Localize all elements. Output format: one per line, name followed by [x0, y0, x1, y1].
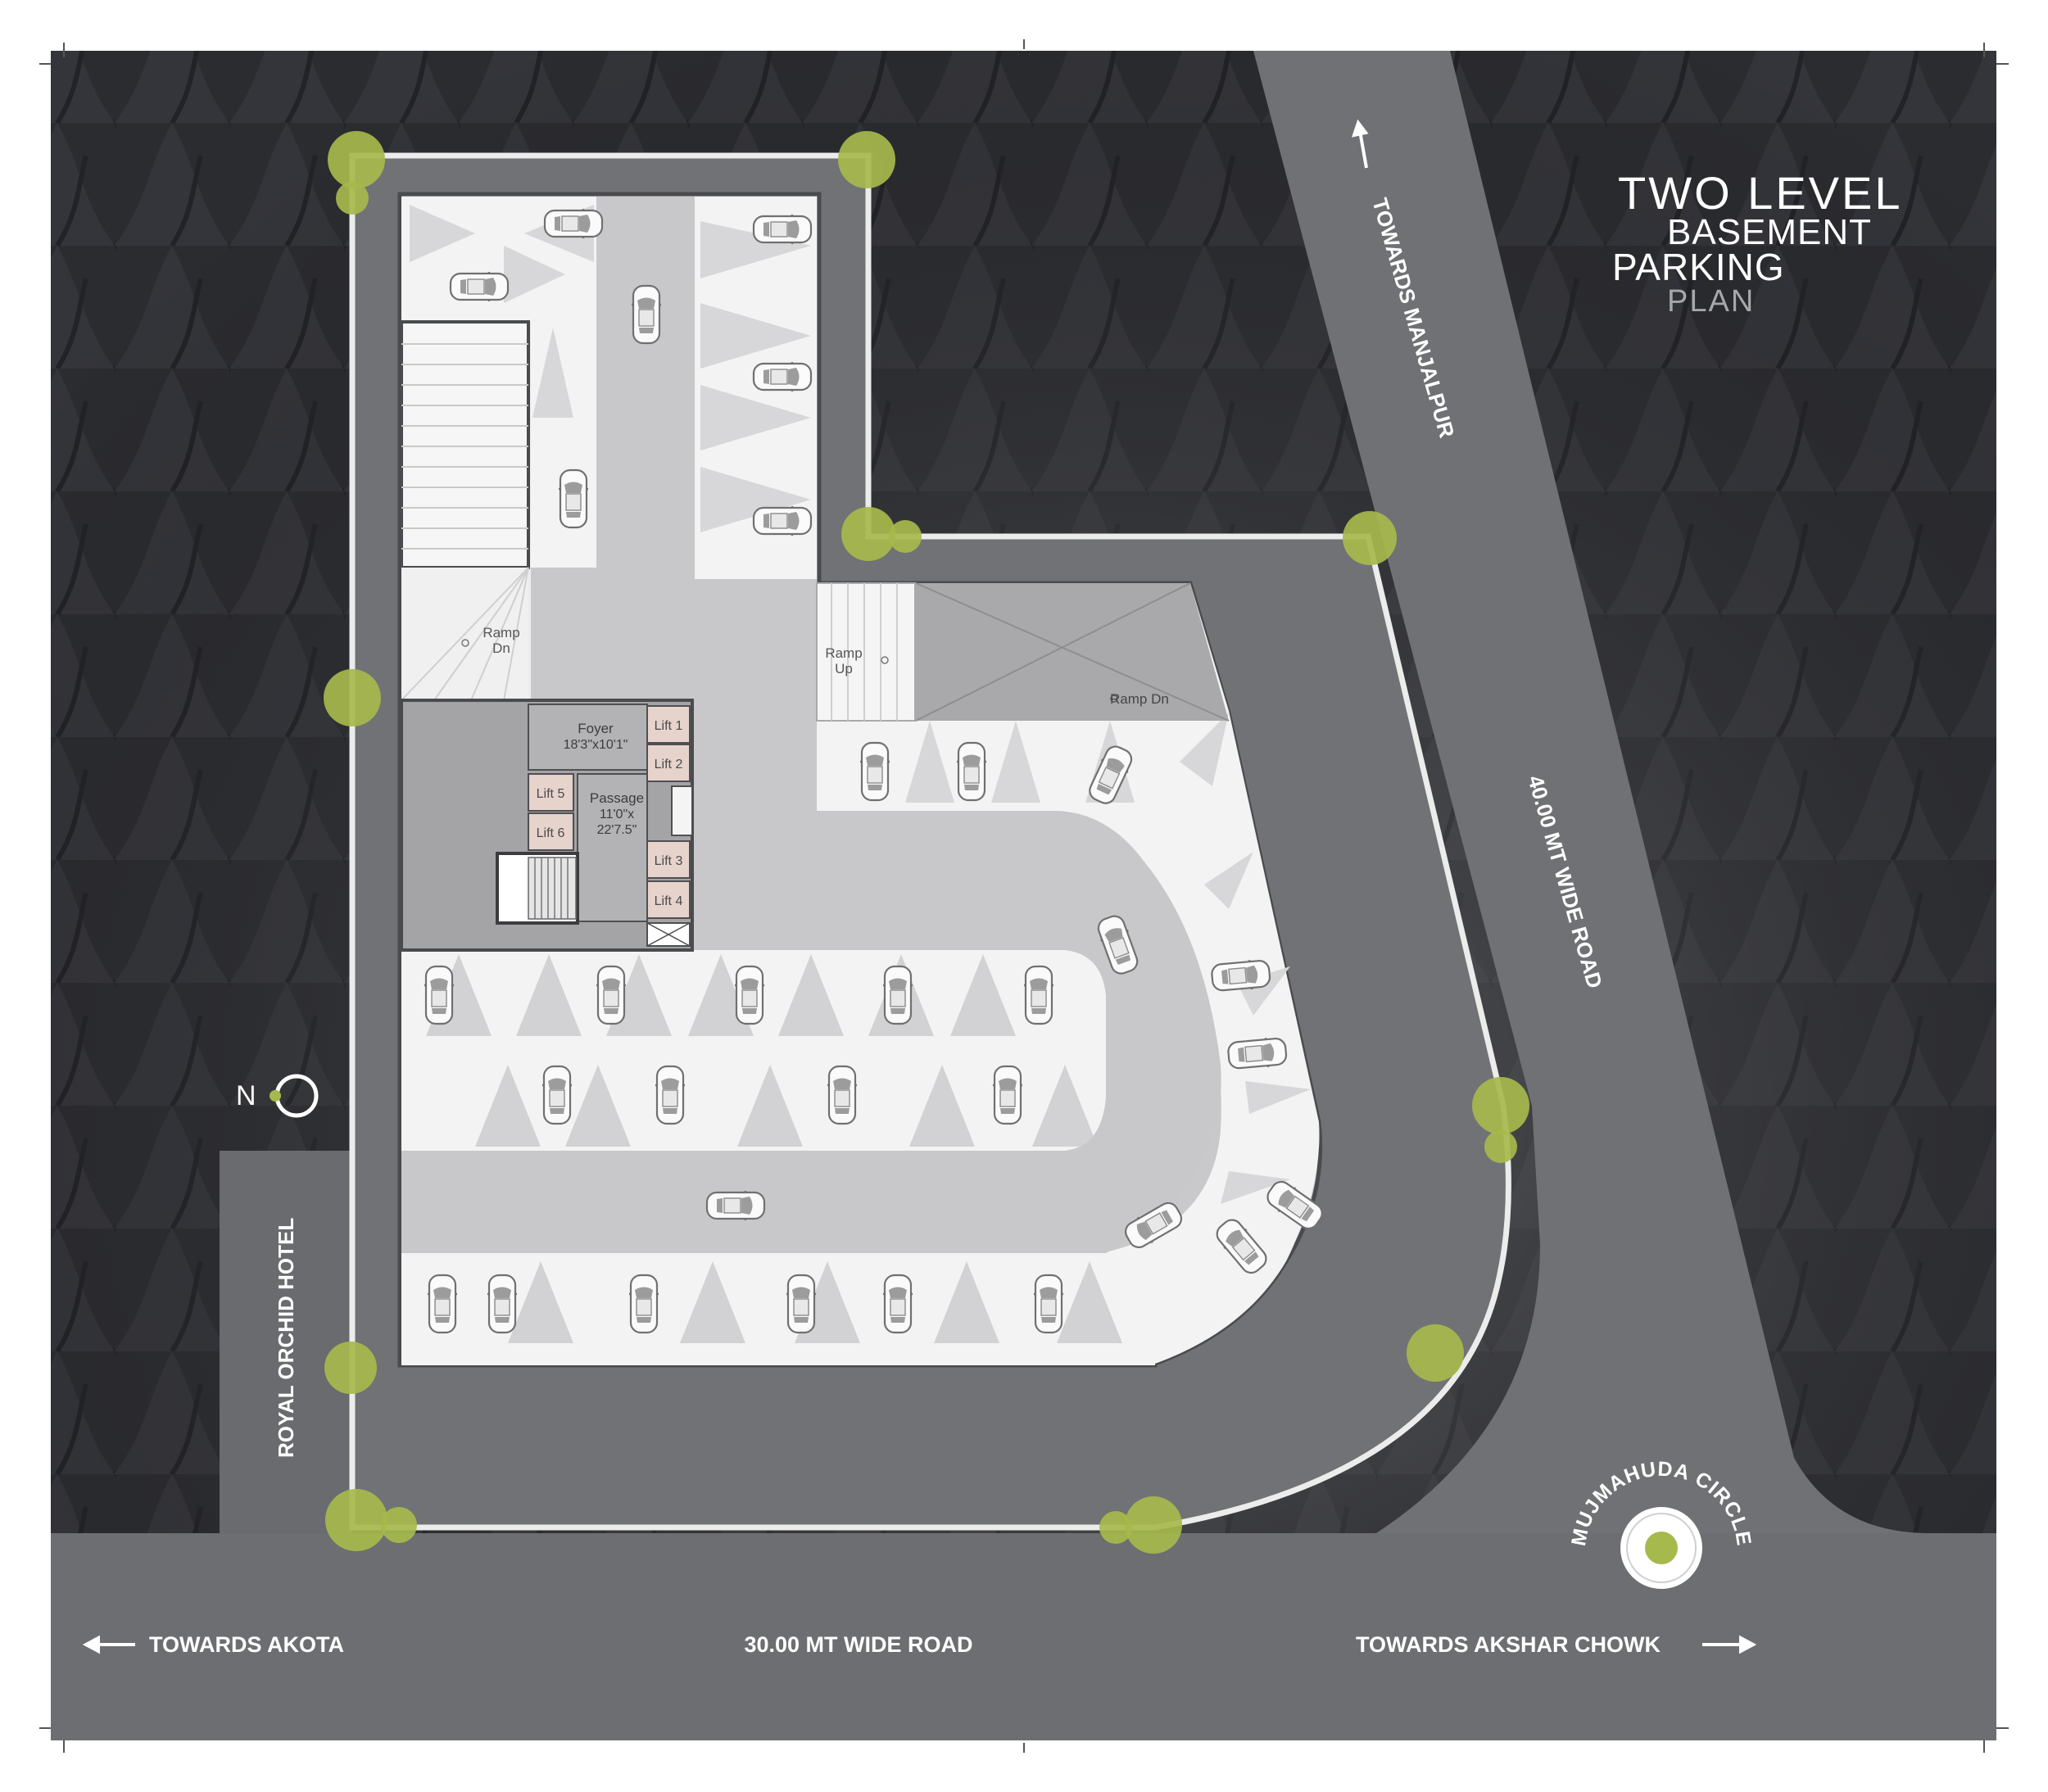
road-30m	[51, 1533, 1996, 1740]
foyer	[528, 704, 648, 771]
car-icon	[752, 506, 813, 536]
passage-size-2: 22'7.5"	[597, 823, 637, 837]
plan-title: TWO LEVEL BASEMENT PARKING PLAN	[1612, 167, 1903, 319]
car-icon	[752, 215, 813, 244]
lifts: Lift 1 Lift 2 Lift 3 Lift 4 Lift 5 Lift …	[528, 705, 693, 947]
ramp-dn-left-label: Ramp	[483, 625, 519, 640]
car-icon	[883, 965, 913, 1025]
lift-5	[528, 773, 574, 812]
tree-icon	[381, 1507, 417, 1543]
ramp-up-arrow-icon	[881, 656, 889, 664]
car-icon	[449, 272, 510, 301]
passage-label: Passage	[590, 790, 644, 806]
car-icon	[632, 284, 661, 345]
lift-6	[528, 812, 574, 851]
lift-4-label: Lift 4	[655, 894, 683, 908]
crop-marks	[39, 39, 2009, 1753]
ramp-block-left	[400, 320, 530, 569]
lift-1	[646, 705, 691, 744]
tree-icon	[838, 131, 895, 188]
title-line-1: TWO LEVEL	[1618, 167, 1903, 219]
direction-arrow-icon	[1351, 119, 1369, 169]
ramp-up-label: Ramp	[825, 645, 862, 661]
car-icon	[827, 1065, 857, 1125]
car-icon	[559, 468, 588, 529]
road-40m	[51, 51, 1996, 1740]
north-arrow-icon: N	[236, 1074, 319, 1118]
car-icon	[542, 1065, 572, 1125]
north-label: N	[236, 1080, 256, 1111]
car-icon	[596, 965, 626, 1025]
tree-icon	[336, 182, 369, 215]
tree-icon	[841, 507, 895, 561]
car-icon	[883, 1274, 913, 1334]
towards-akshar-chowk-label: TOWARDS AKSHAR CHOWK	[1356, 1632, 1661, 1657]
car-icon	[752, 362, 813, 391]
car-icon	[424, 965, 454, 1025]
duct	[671, 785, 693, 836]
car-icon	[735, 965, 764, 1025]
tree-icon	[1472, 1077, 1529, 1134]
ramp-dn-right-cross	[915, 582, 1230, 722]
driveway	[401, 197, 1221, 1253]
ramp-up-area	[816, 582, 916, 722]
car-icon	[1024, 965, 1053, 1025]
road-30m-label: 30.00 MT WIDE ROAD	[744, 1632, 972, 1657]
hotel-lane	[220, 1151, 352, 1533]
towards-akota-label: TOWARDS AKOTA	[149, 1632, 344, 1657]
tree-icon	[1099, 1511, 1132, 1544]
ramp-dn-right-label: Ramp Dn	[1110, 691, 1169, 707]
foyer-label: Foyer	[578, 721, 614, 736]
lift-2-label: Lift 2	[655, 758, 683, 772]
ramp-arrow-icon	[461, 639, 469, 647]
ramp-up-label-2: Up	[835, 661, 853, 677]
title-line-2: BASEMENT	[1667, 212, 1872, 252]
lift-6-label: Lift 6	[537, 826, 565, 840]
car-icon	[993, 1065, 1022, 1125]
core-staircase	[496, 852, 579, 925]
ramp-dn-left-label-2: Dn	[492, 640, 510, 656]
car-icon	[543, 209, 604, 238]
trees	[324, 131, 1529, 1554]
car-icon	[786, 1274, 816, 1334]
car-icon	[629, 1274, 659, 1334]
direction-arrow-icon	[82, 1635, 135, 1654]
passage-size-1: 11'0"x	[600, 808, 634, 821]
tree-icon	[1484, 1130, 1517, 1163]
tree-icon	[328, 131, 385, 188]
passage	[577, 773, 648, 922]
direction-arrow-icon	[1702, 1635, 1757, 1654]
ramp-dn-right-arrow-icon	[1110, 695, 1118, 703]
ramp-up-stripes	[831, 583, 898, 721]
lift-2	[646, 744, 691, 782]
lift-3-label: Lift 3	[655, 854, 683, 868]
car-icon	[655, 1065, 685, 1125]
car-icon	[705, 1191, 766, 1220]
title-line-4: PLAN	[1667, 284, 1755, 319]
tree-icon	[889, 520, 922, 553]
car-icon	[487, 1274, 517, 1334]
lift-3	[646, 840, 691, 879]
car-icon	[957, 741, 986, 802]
lift-4	[646, 880, 691, 919]
tree-icon	[324, 669, 381, 726]
car-icon	[428, 1274, 457, 1334]
ramp-dn-left-fan	[401, 567, 529, 701]
lift-1-label: Lift 1	[655, 719, 683, 733]
ramp-stripes	[401, 343, 528, 550]
car-icon	[860, 741, 890, 802]
tree-icon	[1407, 1324, 1464, 1382]
title-line-3: PARKING	[1612, 246, 1785, 288]
lift-5-label: Lift 5	[537, 787, 565, 801]
tree-icon	[325, 1489, 387, 1551]
tree-icon	[324, 1342, 377, 1394]
royal-orchid-hotel-label: ROYAL ORCHID HOTEL	[274, 1218, 298, 1458]
car-icon	[1034, 1274, 1063, 1334]
tree-icon	[1125, 1496, 1182, 1554]
foyer-size: 18'3"x10'1"	[564, 738, 628, 752]
tree-icon	[1343, 511, 1397, 565]
